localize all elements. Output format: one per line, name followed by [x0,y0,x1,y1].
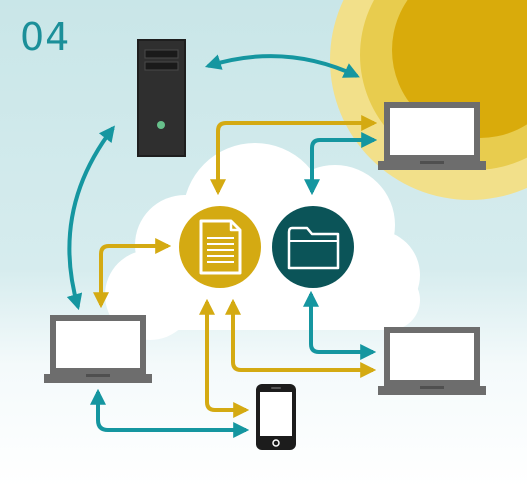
arrow-server-to-laptop-top [204,54,360,78]
smartphone-icon [256,384,296,450]
laptop-icon [44,315,152,383]
arrow-folder-to-laptop-bottom [303,290,377,360]
step-number: 04 [20,15,71,59]
arrow-server-to-laptop-left [66,125,115,311]
laptop-left [44,315,152,383]
document-icon [199,219,242,275]
folder-icon [287,226,340,270]
laptop-icon [378,102,486,170]
arrow-laptop-left-to-phone [90,388,250,438]
laptop-icon [378,327,486,395]
arrow-document-to-phone [199,298,250,418]
arrow-document-to-laptop-bottom [225,298,377,378]
laptop-top-right [378,102,486,170]
arrow-laptop-top-to-folder [304,132,378,196]
folder-node [272,206,354,288]
arrow-laptop-left-to-document [93,238,172,309]
arrow-laptop-top-to-document [210,115,378,196]
laptop-bottom-right [378,327,486,395]
server-tower-icon [137,39,186,157]
document-node [179,206,261,288]
